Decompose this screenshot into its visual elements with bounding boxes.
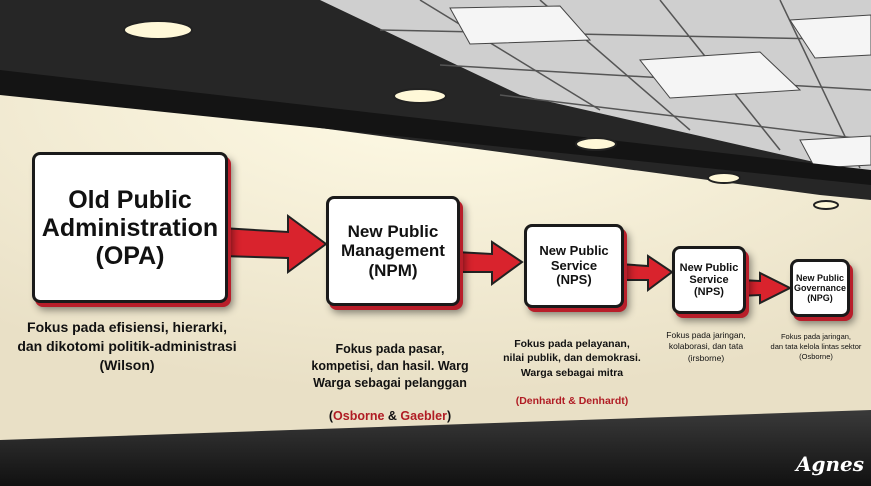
stage-desc-nps: Fokus pada pelayanan, nilai publik, dan … (503, 338, 641, 379)
stage-desc-npm-block: Fokus pada pasar, kompetisi, dan hasil. … (300, 324, 480, 442)
cite-close: ) (446, 409, 452, 424)
stage-desc-nps-2: Fokus pada jaringan, kolaborasi, dan tat… (666, 330, 746, 363)
stage-cite-npm: (Osborne & Gaebler) (300, 408, 480, 425)
stage-desc-nps-block: Fokus pada pelayanan, nilai publik, dan … (498, 323, 646, 422)
cite-open: ( (328, 409, 334, 424)
flow-arrows (221, 214, 793, 305)
stage-box-npg: New Public Governance (NPG) (790, 259, 850, 317)
stage-box-opa: Old Public Administration (OPA) (32, 152, 228, 303)
artist-signature: Agnes (796, 452, 865, 476)
cite-osborne: Osborne (333, 409, 385, 424)
stage-cite-nps: (Denhardt & Denhardt) (515, 394, 629, 407)
stage-desc-npm: Fokus pada pasar, kompetisi, dan hasil. … (311, 341, 469, 390)
stage-desc-npg: Fokus pada jaringan, dan tata kelola lin… (770, 332, 862, 362)
stage-desc-opa: Fokus pada efisiensi, hierarki, dan diko… (17, 319, 237, 373)
cite-amp: & (384, 409, 401, 424)
stage-box-nps: New Public Service (NPS) (524, 224, 624, 308)
cite-gaebler: Gaebler (400, 409, 447, 424)
stage-box-nps-2: New Public Service (NPS) (672, 246, 746, 314)
stage-box-npm: New Public Management (NPM) (326, 196, 460, 306)
